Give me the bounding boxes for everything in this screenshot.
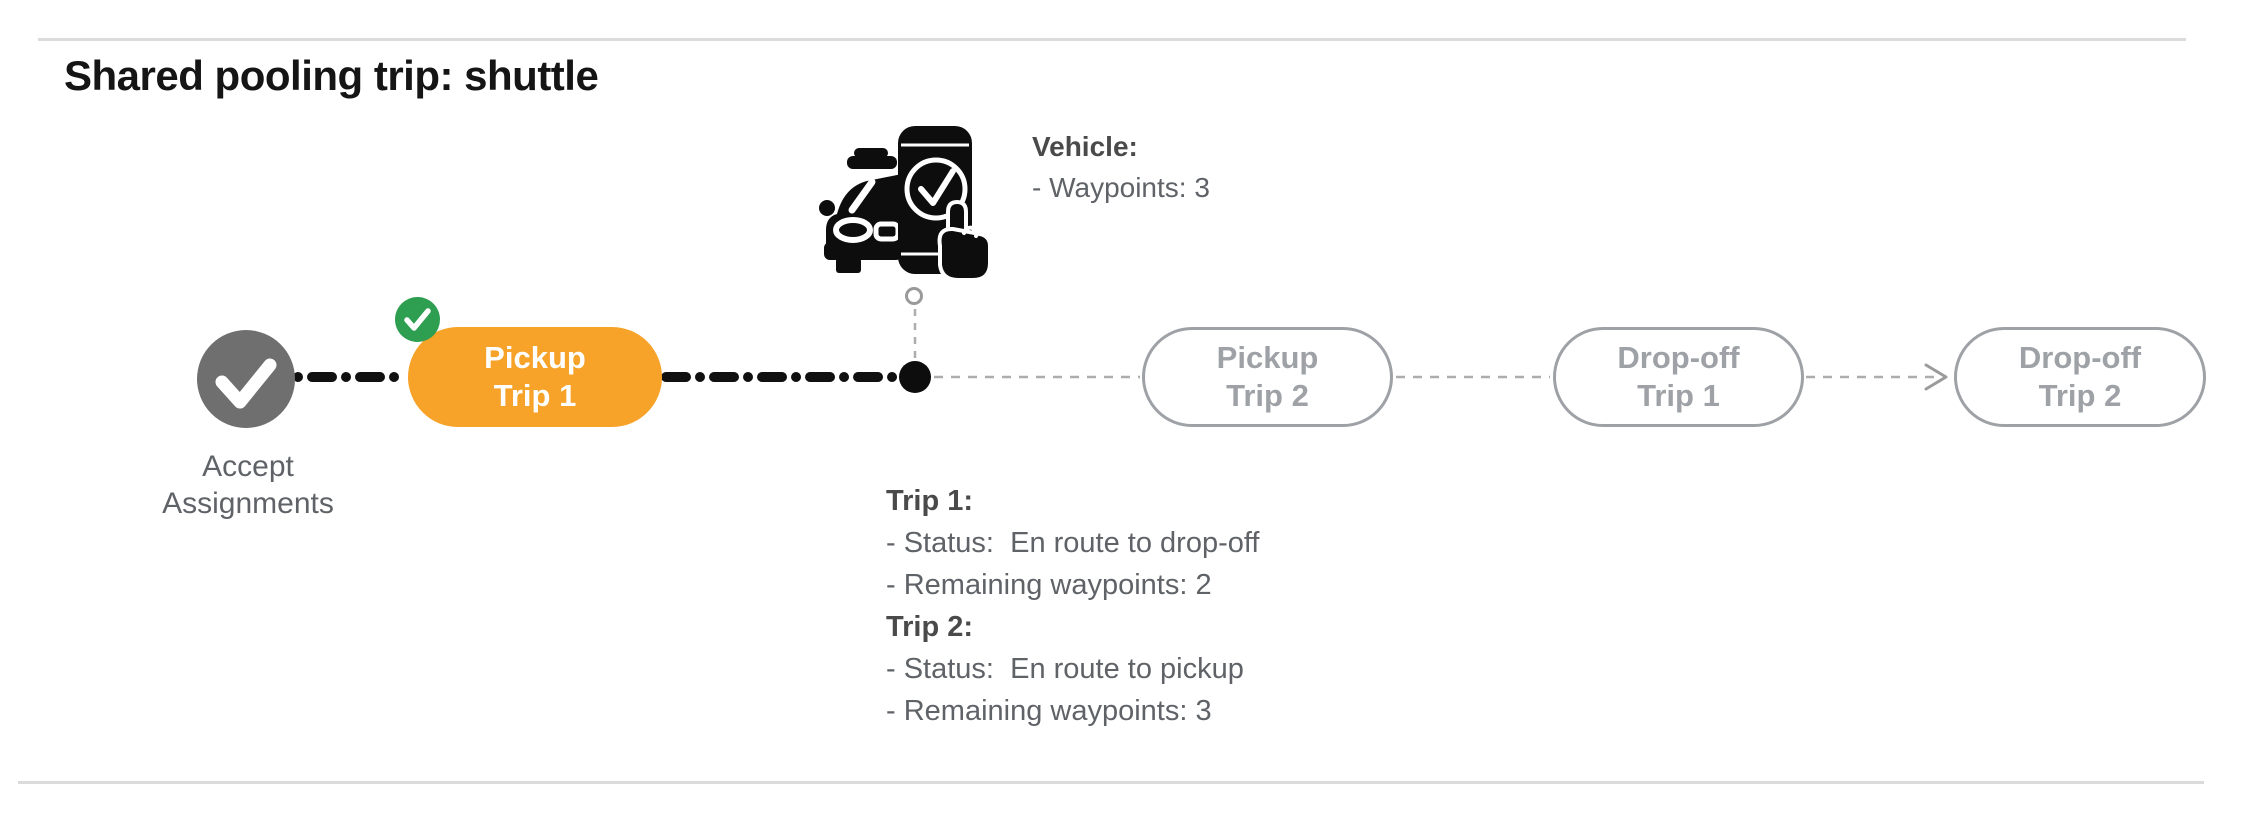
checkmark-icon	[215, 358, 277, 409]
node-pickup-trip-2: Pickup Trip 2	[1142, 327, 1393, 427]
node-accept-assignments	[197, 330, 295, 428]
pointing-hand-icon	[937, 199, 990, 282]
vehicle-info: Vehicle: - Waypoints: 3	[1032, 126, 1210, 208]
vehicle-anchor-circle	[905, 287, 923, 305]
vehicle-heading: Vehicle:	[1032, 131, 1138, 162]
top-divider	[38, 38, 2186, 41]
accept-assignments-label: Accept Assignments	[162, 450, 334, 520]
node-dropoff-trip-2: Drop-off Trip 2	[1954, 327, 2206, 427]
car-icon	[819, 148, 902, 273]
trip1-heading: Trip 1:	[886, 485, 974, 517]
page-title: Shared pooling trip: shuttle	[64, 52, 599, 99]
trip1-waypoints: - Remaining waypoints: 2	[886, 569, 1212, 601]
trip2-status: - Status: En route to pickup	[886, 653, 1244, 685]
checkmark-icon	[404, 308, 431, 331]
check-circle-icon	[904, 157, 968, 221]
vehicle-phone-check-icon	[819, 126, 990, 282]
trip2-waypoints: - Remaining waypoints: 3	[886, 695, 1212, 727]
trip-info: Trip 1: - Status: En route to drop-off -…	[886, 480, 1259, 732]
trip1-status: - Status: En route to drop-off	[886, 527, 1260, 559]
trip2-heading: Trip 2:	[886, 611, 974, 643]
bottom-divider	[18, 781, 2204, 784]
node-dropoff-trip-1: Drop-off Trip 1	[1553, 327, 1804, 427]
completed-badge	[395, 297, 440, 342]
node-pickup-trip-1: Pickup Trip 1	[408, 327, 662, 427]
vehicle-waypoints: - Waypoints: 3	[1032, 172, 1210, 203]
arrowhead-icon	[1924, 363, 1948, 391]
current-position-dot	[899, 361, 931, 393]
